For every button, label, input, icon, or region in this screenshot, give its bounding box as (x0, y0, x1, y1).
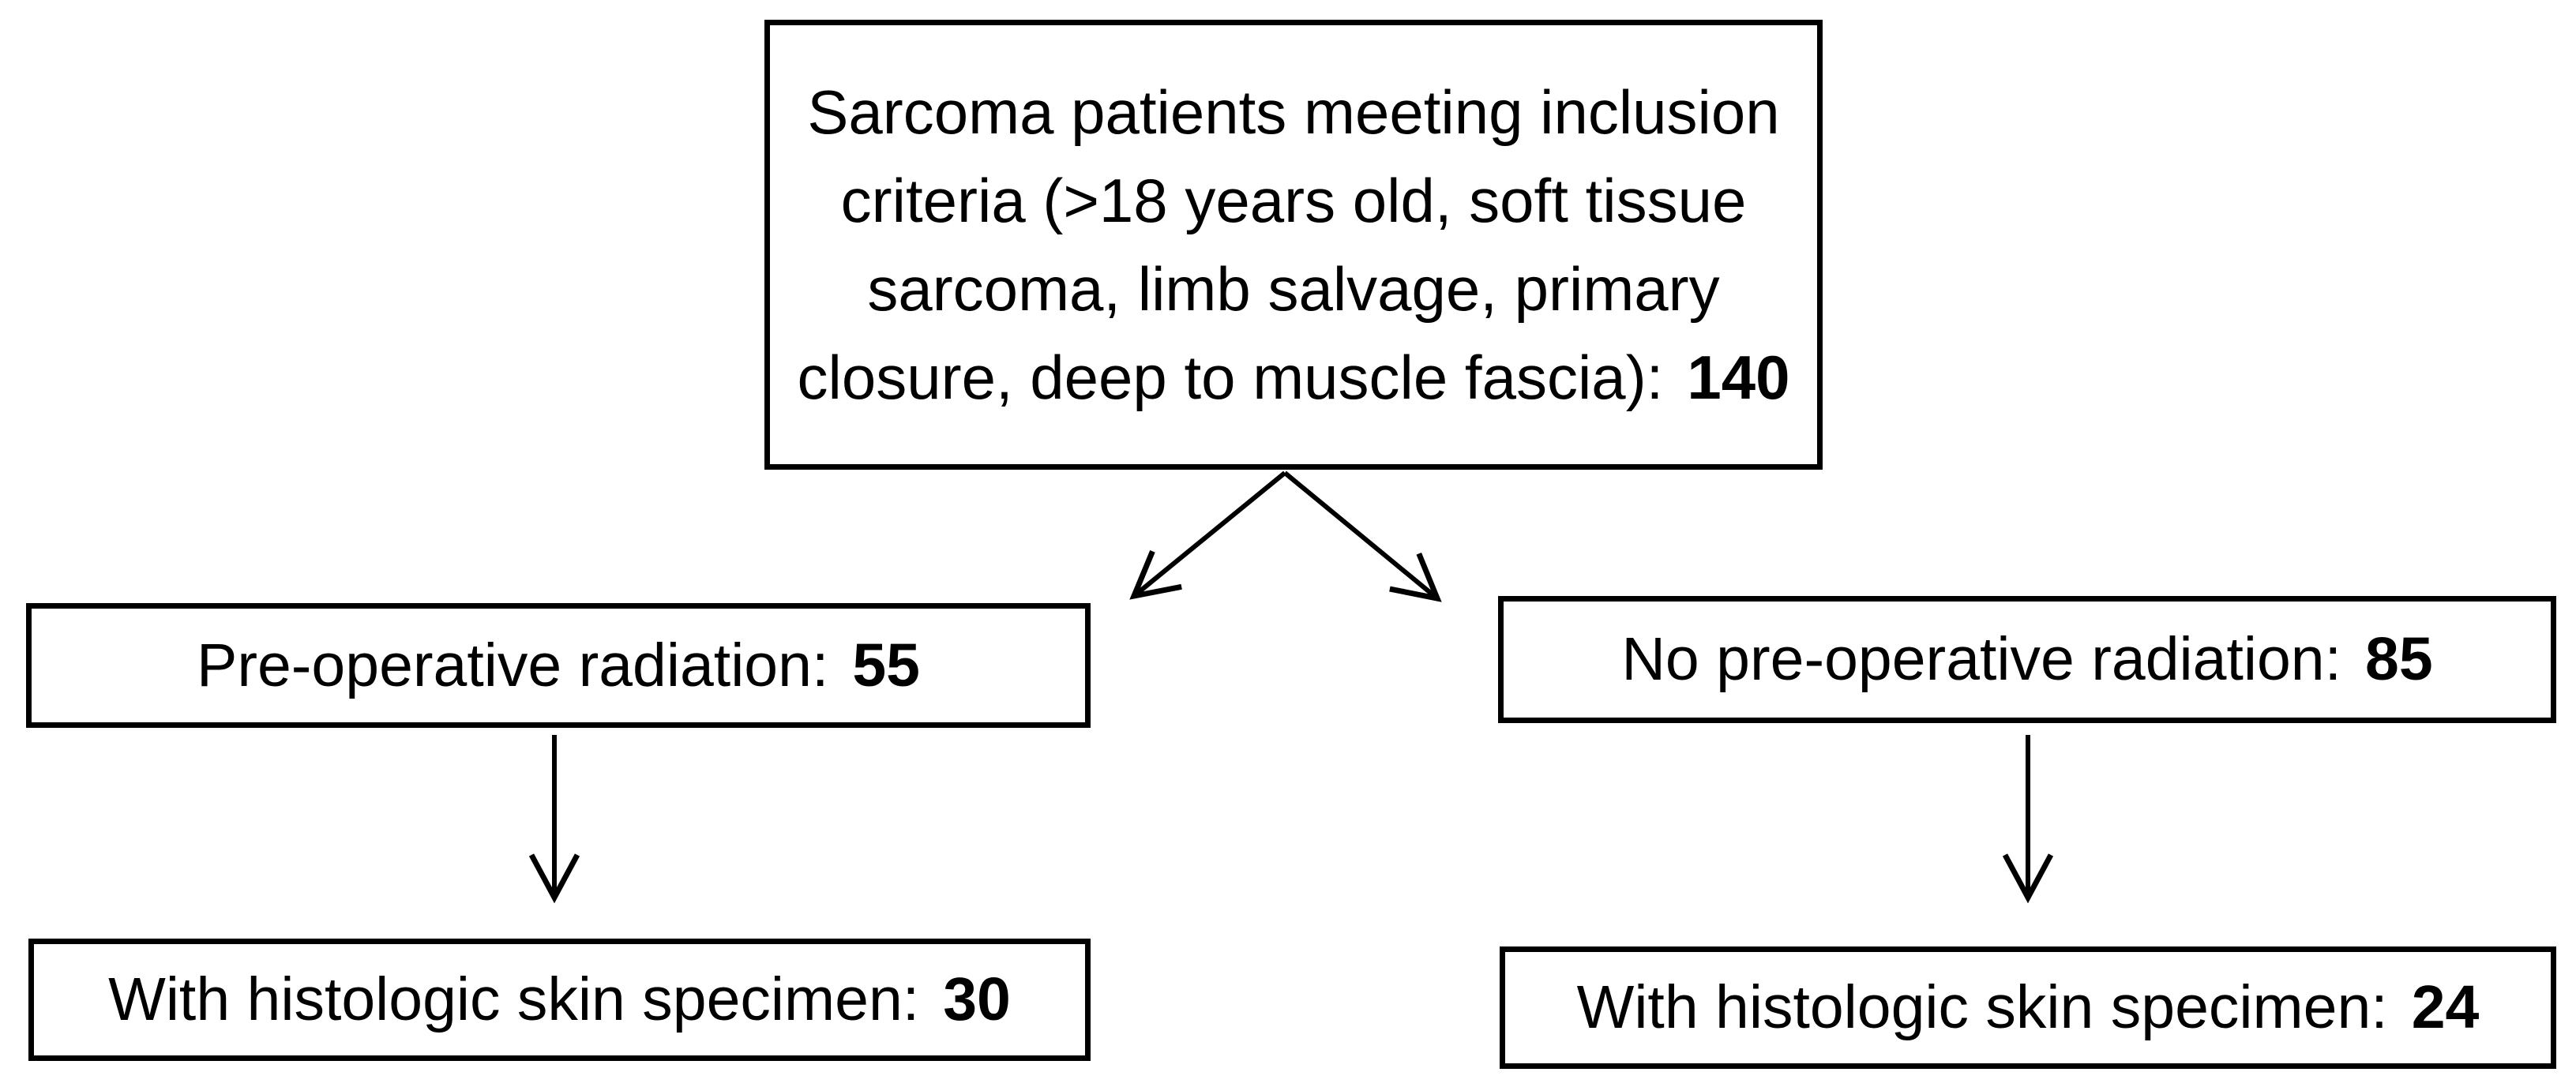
no-preop-radiation-count: 85 (2365, 625, 2433, 693)
preop-specimen-count: 30 (943, 965, 1011, 1033)
no-preop-specimen-label: With histologic skin specimen: (1576, 973, 2388, 1041)
inclusion-criteria-line-2: criteria (>18 years old, soft tissue (840, 166, 1747, 235)
inclusion-criteria-line-4: closure, deep to muscle fascia): 140 (770, 333, 1817, 422)
no-preop-specimen-box: With histologic skin specimen: 24 (1500, 946, 2556, 1069)
arrow-top-to-preop (1129, 470, 1286, 600)
inclusion-criteria-box: Sarcoma patients meeting inclusion crite… (764, 20, 1823, 470)
preop-radiation-box: Pre-operative radiation: 55 (26, 603, 1091, 728)
preop-specimen-box: With histologic skin specimen: 30 (28, 939, 1091, 1061)
preop-specimen-label: With histologic skin specimen: (108, 965, 920, 1033)
inclusion-criteria-text: Sarcoma patients meeting inclusion crite… (770, 68, 1817, 422)
inclusion-criteria-line-3: sarcoma, limb salvage, primary (867, 254, 1720, 324)
no-preop-specimen-count: 24 (2411, 973, 2480, 1041)
arrow-top-to-no-preop (1283, 470, 1442, 602)
no-preop-radiation-box: No pre-operative radiation: 85 (1498, 596, 2556, 723)
inclusion-criteria-line-4-label: closure, deep to muscle fascia): (797, 343, 1664, 412)
no-preop-radiation-label: No pre-operative radiation: (1621, 625, 2341, 693)
total-patient-count: 140 (1687, 343, 1790, 412)
inclusion-criteria-line-1: Sarcoma patients meeting inclusion (807, 77, 1780, 147)
preop-radiation-count: 55 (852, 631, 921, 699)
preop-radiation-label: Pre-operative radiation: (196, 631, 829, 699)
